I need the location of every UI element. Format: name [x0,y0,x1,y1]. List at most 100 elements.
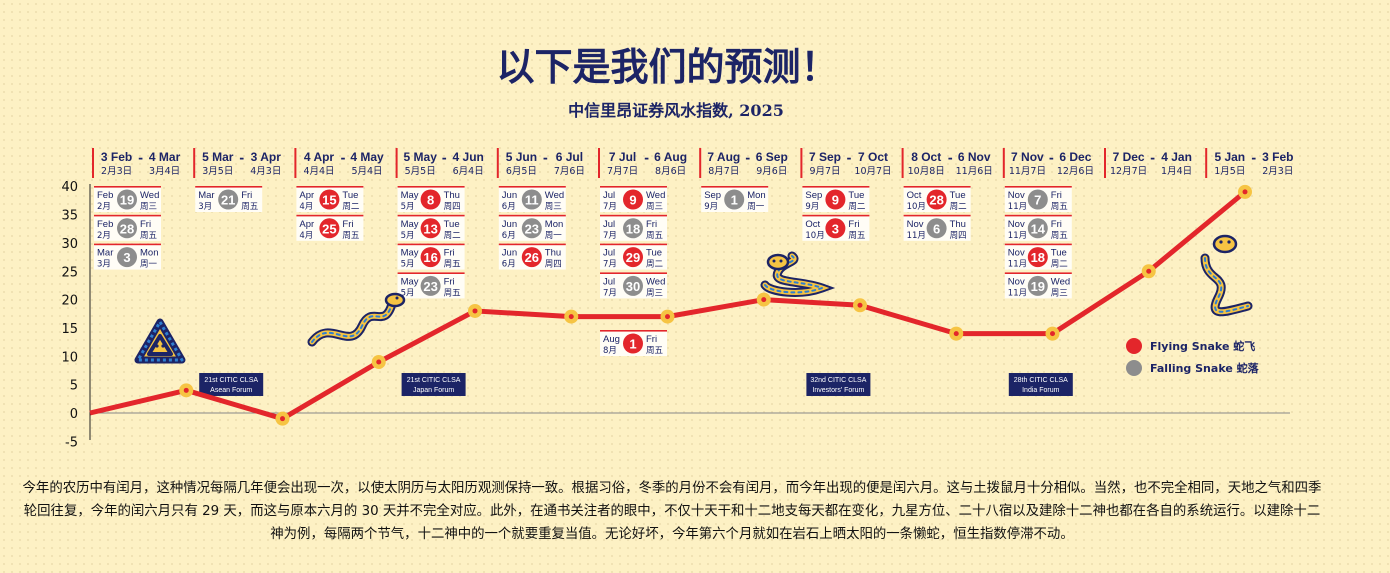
period-dash: - [341,151,346,165]
period-start-cn: 2月3日 [101,166,132,177]
day-box-topbar [498,243,566,246]
day-month-en: Nov [1008,219,1025,230]
day-weekday-cn: 周二 [342,202,360,212]
day-weekday-en: Fri [646,334,657,345]
day-number: 26 [525,250,539,265]
period-start-cn: 8月7日 [708,166,739,177]
day-month-en: Oct [907,190,922,201]
day-month-cn: 2月 [97,202,111,212]
day-box-topbar [397,214,465,217]
day-month-en: Jun [502,219,517,230]
day-month-cn: 4月 [299,231,313,241]
forum-line1: 32nd CITIC CLSA [810,377,866,384]
day-box-topbar [397,243,465,246]
day-number: 23 [525,221,539,236]
period-divider [1205,148,1208,178]
day-weekday-en: Thu [444,190,460,201]
day-weekday-cn: 周四 [545,260,562,270]
data-point-center [568,314,574,320]
forum-line2: India Forum [1022,387,1060,394]
resting-snake-illustration [760,251,836,297]
day-circle [623,333,643,354]
period-divider [1002,148,1005,178]
data-point-center [183,387,189,393]
day-box-topbar [1004,214,1072,217]
period-end-cn: 10月7日 [854,166,891,177]
period-start-en: 7 Aug [707,150,740,164]
day-weekday-en: Wed [646,276,665,287]
day-number: 28 [120,221,134,236]
day-number: 18 [626,221,640,236]
day-month-cn: 9月 [805,202,819,212]
period-divider [800,148,803,178]
period-start-en: 7 Sep [809,150,841,164]
day-weekday-en: Mon [747,190,765,201]
y-tick-label: 35 [61,209,78,224]
day-circle [117,218,137,239]
day-circle [420,189,441,210]
day-month-en: Jul [603,190,615,201]
day-month-cn: 6月 [502,260,516,270]
day-month-cn: 11月 [1008,288,1027,298]
day-weekday-en: Fri [444,276,455,287]
forum-line1: 21st CITIC CLSA [204,377,258,384]
day-month-en: Jul [603,248,615,259]
day-circle [1027,218,1048,239]
period-start-cn: 1月5日 [1214,166,1245,177]
period-end-cn: 7月6日 [554,166,585,177]
day-month-en: Apr [299,219,314,230]
day-weekday-cn: 周二 [646,260,664,270]
data-point-center [280,416,285,422]
day-month-en: May [401,219,419,230]
day-month-cn: 11月 [907,231,926,241]
forum-label: 28th CITIC CLSA India Forum [1008,373,1073,396]
period-start-en: 7 Dec [1113,150,1145,164]
day-month-en: Feb [97,219,113,230]
day-box-topbar [296,186,364,188]
day-month-cn: 9月 [704,202,718,212]
day-month-cn: 11月 [1008,231,1027,241]
day-weekday-cn: 周二 [444,231,462,241]
forum-box [806,373,871,396]
period-divider [496,148,499,178]
day-box-topbar [94,214,161,217]
day-month-en: Sep [805,190,822,201]
day-number: 8 [427,193,434,208]
period-end-en: 6 Sep [756,150,788,164]
day-number: 18 [1031,250,1045,265]
period-divider [901,148,904,178]
day-weekday-en: Tue [1051,248,1067,259]
data-point-center [953,331,959,337]
day-circle [420,247,441,268]
forum-line1: 28th CITIC CLSA [1014,377,1068,384]
day-month-en: May [401,276,419,287]
period-divider [193,148,196,178]
period-end-en: 6 Dec [1059,150,1091,164]
day-month-cn: 11月 [1008,260,1027,270]
forum-line2: Japan Forum [413,387,454,394]
day-number: 29 [626,250,640,265]
day-number: 30 [626,279,640,294]
period-end-en: 4 Mar [149,150,181,164]
day-weekday-cn: 周三 [140,202,157,212]
legend-swatch [1126,360,1142,376]
period-end-en: 4 Jun [453,150,484,164]
day-box-topbar [397,186,465,188]
y-tick-label: 30 [61,237,78,252]
data-point [1141,264,1156,279]
day-month-cn: 7月 [603,260,617,270]
period-start-cn: 3月5日 [202,166,233,177]
forum-box [401,373,466,396]
